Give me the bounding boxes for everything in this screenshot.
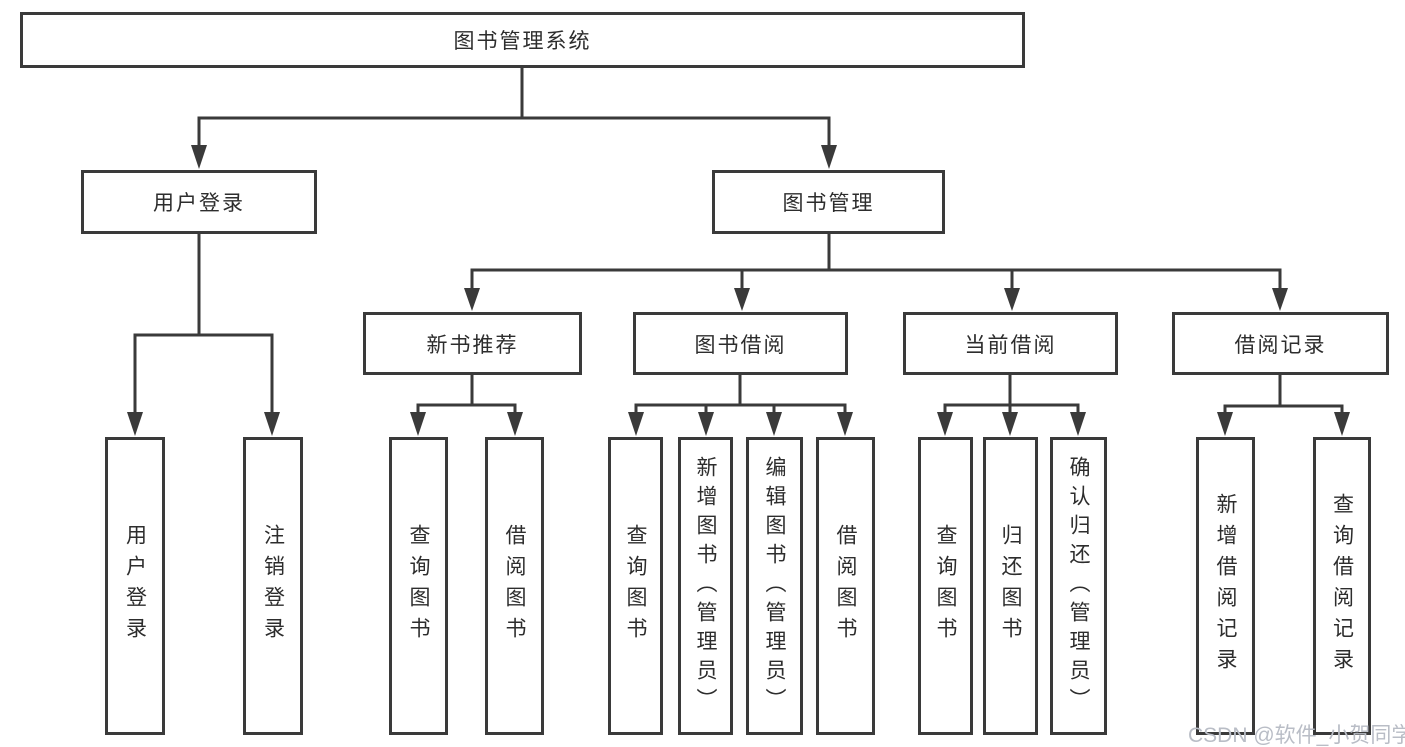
branch-current-borrow xyxy=(937,375,1086,436)
leaf-bb-edit-books-admin: 编辑图书（管理员） xyxy=(746,437,803,735)
leaf-nb-query-books-label: 查询图书 xyxy=(407,524,430,648)
leaf-cb-query-books: 查询图书 xyxy=(918,437,973,735)
node-book-mgmt: 图书管理 xyxy=(712,170,945,234)
node-borrow-record-label: 借阅记录 xyxy=(1234,333,1327,357)
leaf-cb-query-books-label: 查询图书 xyxy=(934,524,957,648)
leaf-bb-query-books: 查询图书 xyxy=(608,437,663,735)
branch-new-book-rec xyxy=(410,375,523,436)
leaf-logout-label: 注销登录 xyxy=(261,524,285,648)
leaf-bb-edit-books-admin-label: 编辑图书（管理员） xyxy=(763,455,786,717)
leaf-bb-add-books-admin-label: 新增图书（管理员） xyxy=(694,455,717,717)
csdn-watermark: CSDN @软件_小贺同学 xyxy=(1188,724,1405,747)
node-book-mgmt-label: 图书管理 xyxy=(782,192,875,215)
leaf-br-add-record: 新增借阅记录 xyxy=(1196,437,1255,735)
leaf-nb-borrow-books: 借阅图书 xyxy=(485,437,544,735)
leaf-br-add-record-label: 新增借阅记录 xyxy=(1214,493,1237,679)
leaf-nb-borrow-books-label: 借阅图书 xyxy=(503,524,526,648)
node-book-borrow: 图书借阅 xyxy=(633,312,848,375)
node-root-label: 图书管理系统 xyxy=(453,30,592,53)
leaf-bb-borrow-books: 借阅图书 xyxy=(816,437,875,735)
leaf-bb-query-books-label: 查询图书 xyxy=(624,524,647,648)
branch-book-borrow xyxy=(628,375,853,436)
node-book-borrow-label: 图书借阅 xyxy=(694,333,787,357)
leaf-user-login: 用户登录 xyxy=(105,437,165,735)
leaf-cb-confirm-return-admin: 确认归还（管理员） xyxy=(1050,437,1107,735)
node-user-login-label: 用户登录 xyxy=(153,192,245,215)
node-user-login: 用户登录 xyxy=(81,170,317,234)
branch-root xyxy=(191,68,837,169)
node-current-borrow-label: 当前借阅 xyxy=(964,333,1057,357)
leaf-cb-return-books: 归还图书 xyxy=(983,437,1038,735)
leaf-cb-return-books-label: 归还图书 xyxy=(999,524,1022,648)
leaf-nb-query-books: 查询图书 xyxy=(389,437,448,735)
branch-book-mgmt xyxy=(464,234,1288,311)
node-root: 图书管理系统 xyxy=(20,12,1025,68)
leaf-bb-add-books-admin: 新增图书（管理员） xyxy=(678,437,733,735)
node-new-book-rec-label: 新书推荐 xyxy=(426,333,519,357)
leaf-cb-confirm-return-admin-label: 确认归还（管理员） xyxy=(1067,455,1090,717)
leaf-user-login-label: 用户登录 xyxy=(123,524,147,648)
node-borrow-record: 借阅记录 xyxy=(1172,312,1389,375)
branch-user-login xyxy=(127,234,280,436)
node-new-book-rec: 新书推荐 xyxy=(363,312,582,375)
leaf-bb-borrow-books-label: 借阅图书 xyxy=(834,524,857,648)
branch-borrow-record xyxy=(1217,375,1350,436)
leaf-br-query-record: 查询借阅记录 xyxy=(1313,437,1371,735)
leaf-logout: 注销登录 xyxy=(243,437,303,735)
node-current-borrow: 当前借阅 xyxy=(903,312,1118,375)
leaf-br-query-record-label: 查询借阅记录 xyxy=(1330,493,1354,679)
